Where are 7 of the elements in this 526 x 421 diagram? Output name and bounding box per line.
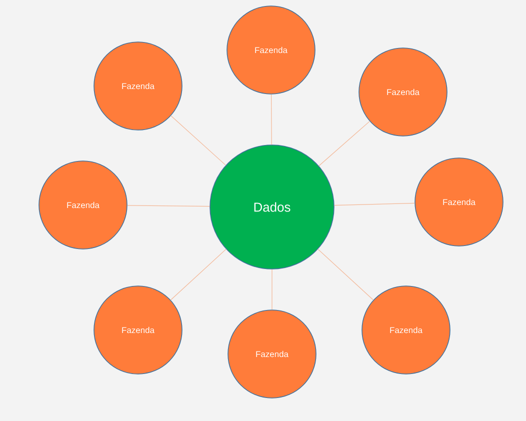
connector-line <box>170 248 226 300</box>
connector-line <box>334 202 415 206</box>
connector-line <box>170 115 226 166</box>
connector-line <box>318 248 374 300</box>
connector-line <box>270 94 272 145</box>
connector-line <box>318 121 370 166</box>
connector-line <box>127 205 210 207</box>
